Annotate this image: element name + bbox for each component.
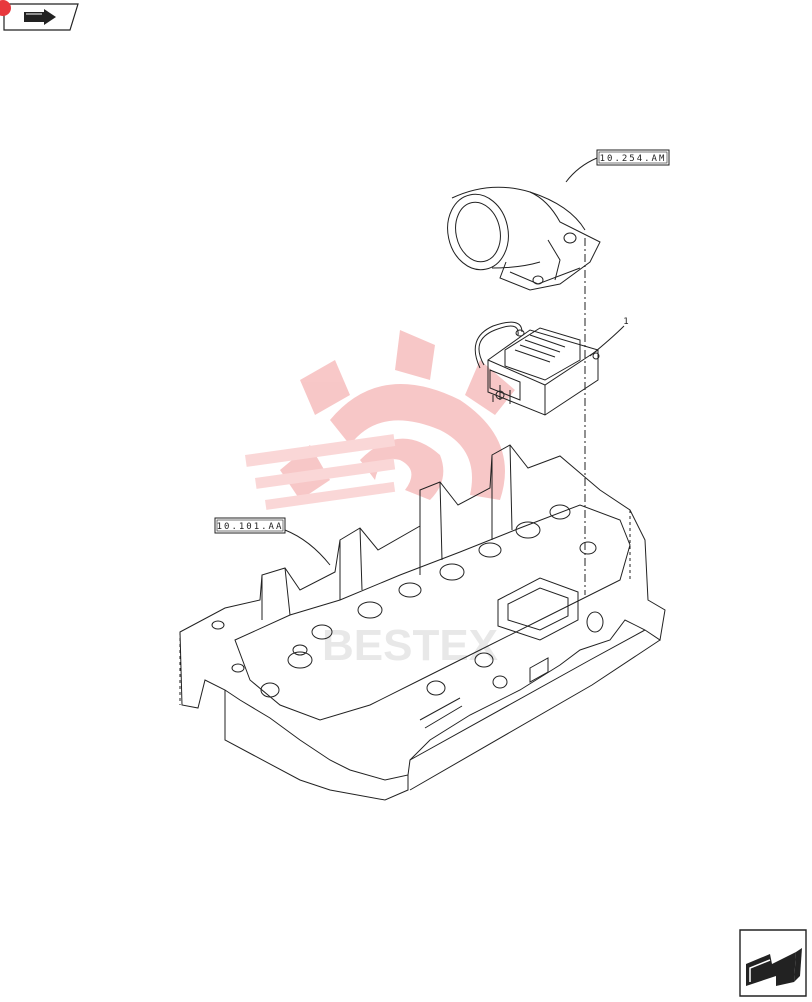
callout-10-101-aa[interactable]: 10.101.AA (214, 517, 331, 566)
arrow-back-icon (0, 0, 79, 31)
callout-item-1[interactable]: 1 (589, 317, 631, 357)
intake-elbow-part (447, 186, 601, 291)
prev-page-button[interactable] (0, 0, 80, 34)
next-page-button[interactable] (736, 926, 808, 998)
cylinder-head-part (179, 444, 666, 801)
callout-label-head: 10.101.AA (217, 522, 284, 532)
heater-module-part (474, 321, 600, 416)
arrow-forward-icon (739, 929, 807, 997)
callout-label-item: 1 (623, 317, 630, 327)
callout-10-254-am[interactable]: 10.254.AM (565, 149, 670, 183)
watermark-text: BESTEX (322, 621, 498, 670)
callout-label-intake: 10.254.AM (600, 154, 667, 164)
watermark-gear-logo (245, 330, 515, 510)
